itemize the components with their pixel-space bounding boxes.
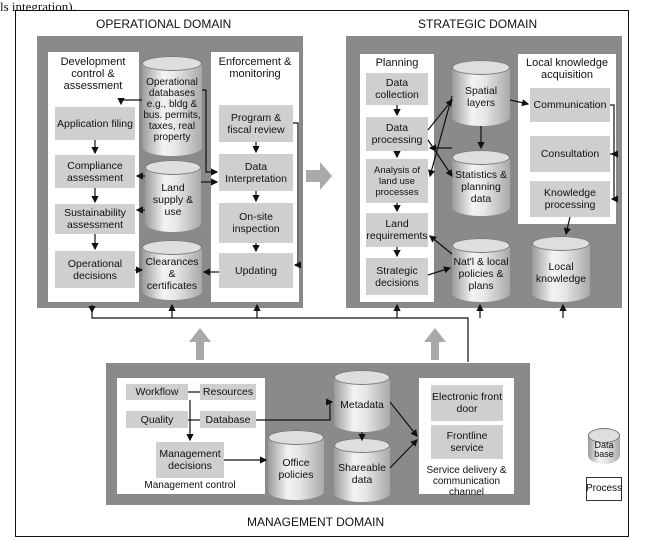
clipped-top-text: ls integration). bbox=[0, 0, 76, 14]
electronic-front-door-box: Electronic front door bbox=[431, 385, 503, 421]
management-control-caption: Management control bbox=[144, 480, 236, 491]
consultation-box: Consultation bbox=[530, 136, 610, 172]
statistics-planning-data-cylinder: Statistics & planning data bbox=[452, 150, 510, 216]
arrow-opdb-to-application bbox=[117, 98, 142, 106]
operational-databases-cylinder: Operational databases e.g., bldg & bus. … bbox=[142, 56, 202, 156]
arrow-processing-to-spatial bbox=[427, 99, 453, 131]
resources-box: Resources bbox=[200, 384, 256, 400]
arrow-review-to-updating bbox=[293, 122, 301, 269]
strategic-decisions-box: Strategic decisions bbox=[366, 258, 428, 295]
on-site-inspection-box: On-site inspection bbox=[219, 203, 293, 243]
updating-box: Updating bbox=[219, 253, 293, 288]
metadata-label: Metadata bbox=[340, 399, 384, 411]
legend-process-box: Process bbox=[586, 477, 622, 501]
land-supply-use-label: Land supply & use bbox=[152, 182, 194, 218]
knowledge-processing-box: Knowledge processing bbox=[530, 181, 610, 217]
management-decisions-box: Management decisions bbox=[156, 442, 224, 478]
operational-decisions-box: Operational decisions bbox=[55, 251, 135, 288]
land-requirements-box: Land requirements bbox=[366, 213, 428, 247]
management-to-operational-arrow bbox=[189, 328, 211, 360]
spatial-layers-cylinder: Spatial layers bbox=[452, 60, 510, 126]
clearances-certificates-cylinder: Clearances & certificates bbox=[142, 240, 202, 300]
management-to-strategic-arrow bbox=[424, 328, 446, 360]
frontline-service-box: Frontline service bbox=[431, 425, 503, 459]
national-local-policies-cylinder: Nat'l & local policies & plans bbox=[452, 238, 510, 302]
program-fiscal-review-box: Program & fiscal review bbox=[219, 105, 293, 142]
spatial-layers-label: Spatial layers bbox=[464, 85, 498, 109]
local-knowledge-acquisition-title: Local knowledge acquisition bbox=[526, 57, 608, 81]
operational-to-strategic-arrow bbox=[306, 162, 332, 190]
arrow-communication-to-consultation bbox=[610, 104, 618, 158]
arrow-database-to-metadata bbox=[256, 398, 334, 421]
communication-box: Communication bbox=[530, 88, 610, 122]
workflow-box: Workflow bbox=[126, 384, 188, 400]
office-policies-label: Office policies bbox=[278, 457, 314, 481]
development-control-title: Development control & assessment bbox=[60, 56, 126, 92]
local-knowledge-label: Local knowledge bbox=[535, 261, 587, 285]
arrow-spatial-to-analysis bbox=[428, 95, 453, 178]
metadata-cylinder: Metadata bbox=[334, 370, 390, 432]
office-policies-cylinder: Office policies bbox=[268, 430, 324, 500]
data-processing-box: Data processing bbox=[366, 117, 428, 151]
quality-box: Quality bbox=[126, 411, 188, 428]
application-filing-box: Application filing bbox=[55, 107, 135, 140]
compliance-assessment-box: Compliance assessment bbox=[55, 155, 135, 188]
clearances-certificates-label: Clearances & certificates bbox=[145, 256, 199, 292]
analysis-land-use-box: Analysis of land use processes bbox=[366, 159, 428, 203]
national-local-policies-label: Nat'l & local policies & plans bbox=[453, 256, 509, 292]
feedback-line bbox=[91, 305, 469, 362]
data-collection-box: Data collection bbox=[366, 73, 428, 105]
enforcement-title: Enforcement & monitoring bbox=[218, 56, 292, 80]
database-box: Database bbox=[200, 411, 256, 428]
statistics-planning-data-label: Statistics & planning data bbox=[455, 169, 507, 205]
arrow-consultation-to-knowledge bbox=[610, 153, 618, 203]
legend-database-symbol: Data base bbox=[588, 428, 620, 464]
shareable-data-label: Shareable data bbox=[338, 462, 386, 486]
local-knowledge-cylinder: Local knowledge bbox=[532, 236, 590, 302]
strategic-domain-title: STRATEGIC DOMAIN bbox=[418, 17, 538, 31]
operational-databases-label: Operational databases e.g., bldg & bus. … bbox=[143, 77, 201, 143]
operational-domain-title: OPERATIONAL DOMAIN bbox=[96, 17, 232, 31]
arrow-metadata-to-service bbox=[389, 401, 418, 437]
service-delivery-caption: Service delivery & communication channel bbox=[426, 465, 507, 498]
arrow-knowledge-to-local bbox=[563, 216, 571, 236]
arrow-opdb-to-interpretation bbox=[202, 89, 219, 176]
data-interpretation-box: Data Interpretation bbox=[219, 154, 293, 191]
sustainability-assessment-box: Sustainability assessment bbox=[55, 204, 135, 234]
arrow-policies-to-requirements bbox=[429, 235, 453, 255]
planning-title: Planning bbox=[375, 57, 419, 69]
arrow-spatial-to-communication bbox=[509, 99, 530, 107]
management-domain-title: MANAGEMENT DOMAIN bbox=[247, 515, 385, 529]
arrow-strategic-to-policies bbox=[427, 266, 452, 276]
land-supply-use-cylinder: Land supply & use bbox=[145, 160, 201, 232]
legend-database-label: Data base bbox=[594, 440, 614, 459]
arrow-shareable-to-service bbox=[389, 439, 418, 469]
